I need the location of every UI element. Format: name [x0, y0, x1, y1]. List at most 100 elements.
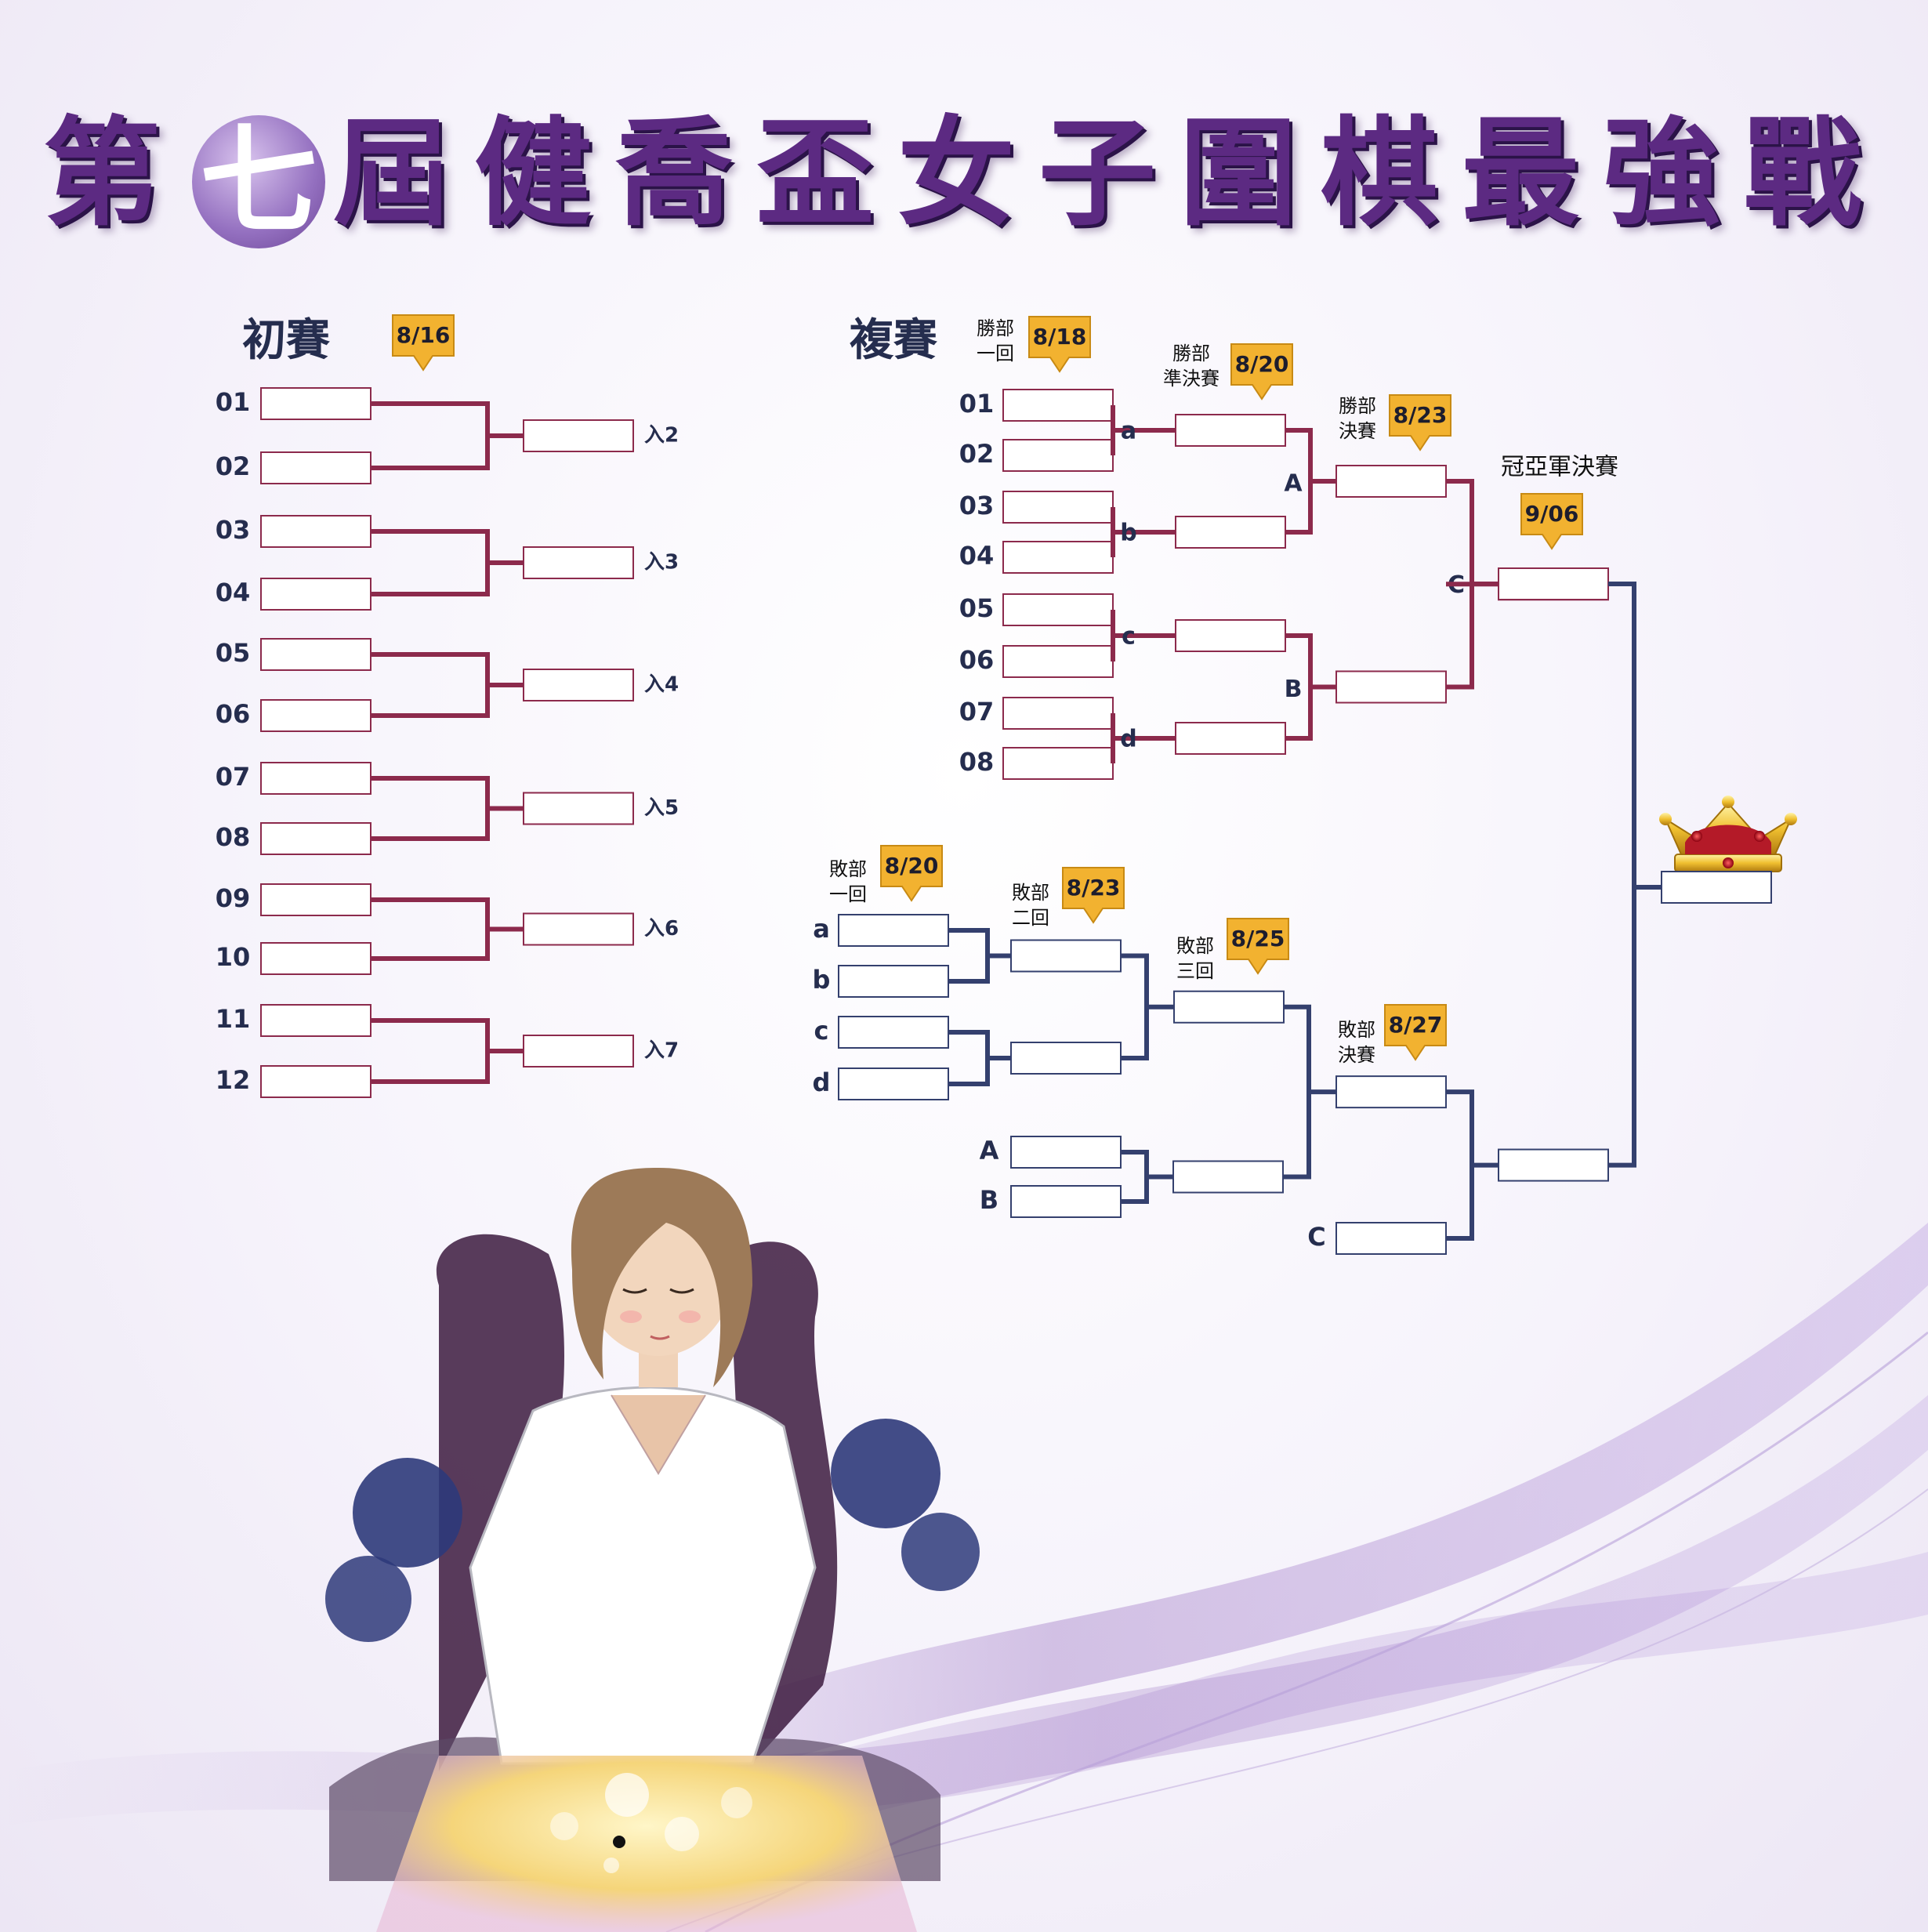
prelim-seed-02: 02: [216, 451, 251, 481]
losers-dropin-box: [1010, 1185, 1122, 1218]
winners-entry-box: [1002, 541, 1114, 574]
main-heading: 複賽: [850, 315, 937, 366]
prelim-advance-label: 入7: [644, 1039, 679, 1063]
prelim-match-4-fork: [371, 776, 490, 841]
winners-semi-box: [1335, 670, 1447, 704]
winners-final-caption-line2: 決賽: [1339, 420, 1376, 442]
prelim-entry-box: [260, 578, 371, 611]
grand-final-date: 9/06: [1525, 501, 1579, 527]
champion-box: [1661, 871, 1772, 904]
title-pre: 第: [42, 106, 184, 242]
winners-seed-06: 06: [959, 645, 995, 675]
title-circled-number: 七: [192, 114, 325, 248]
prelim-seed-12: 12: [216, 1065, 251, 1095]
title-post: 屆健喬盃女子圍棋最強戰: [333, 106, 1886, 242]
illustration-woman: [325, 1168, 980, 1932]
losers-final-caption-line2: 決賽: [1338, 1044, 1375, 1066]
prelim-match-3-fork: [371, 652, 490, 718]
prelim-match-2-fork: [371, 529, 490, 596]
winners-seed-08: 08: [959, 747, 995, 777]
prelim-entry-box: [260, 1004, 371, 1037]
prelim-seed-08: 08: [216, 822, 251, 852]
winners-round1-caption-line1: 勝部: [977, 317, 1014, 339]
winners-r1-box: [1175, 414, 1286, 447]
prelim-seed-05: 05: [216, 638, 251, 668]
winners-semi-label-A: A: [1284, 470, 1303, 498]
losers-round2-caption-line1: 敗部: [1012, 882, 1049, 904]
prelim-advance-label: 入4: [644, 673, 679, 697]
prelim-winner-box: [523, 912, 634, 946]
losers-seed-b: b: [813, 965, 831, 995]
losers-entry-box: [838, 1016, 949, 1049]
grand-final-box: [1498, 567, 1609, 600]
prelim-winner-box: [523, 1035, 634, 1067]
winners-r1-box: [1175, 722, 1286, 755]
losers-seed-d: d: [813, 1067, 831, 1097]
winners-seed-07: 07: [959, 697, 995, 727]
winners-entry-box: [1002, 389, 1114, 422]
prelim-advance-label: 入3: [644, 551, 679, 575]
winners-entry-box: [1002, 645, 1114, 678]
losers-round2-date: 8/23: [1067, 875, 1121, 901]
winners-r1-label-a: a: [1121, 418, 1136, 445]
prelim-date: 8/16: [397, 322, 451, 348]
prelim-advance-label: 入2: [644, 424, 679, 448]
losers-round1-tag: [880, 845, 943, 902]
prelim-winner-box: [523, 546, 634, 579]
winners-semi-date: 8/20: [1235, 351, 1289, 377]
prelim-winner-box: [523, 792, 634, 825]
losers-round2-tag: [1062, 867, 1125, 924]
losers-final-box: [1335, 1075, 1447, 1109]
winners-round1-tag: [1028, 316, 1091, 373]
prelim-seed-01: 01: [216, 387, 251, 417]
losers-semi-merge-fork: [1284, 1004, 1311, 1180]
prelim-entry-box: [260, 883, 371, 916]
winners-r1-label-b: b: [1120, 520, 1136, 547]
poster-title: 第七屆健喬盃女子圍棋最強戰: [0, 78, 1928, 248]
prelim-entry-box: [260, 762, 371, 795]
grand-final-fork: [1608, 582, 1636, 1168]
prelim-seed-06: 06: [216, 699, 251, 729]
losers-round3-tag: [1227, 918, 1289, 975]
losers-entry-box: [838, 914, 949, 947]
prelim-entry-box: [260, 638, 371, 671]
grand-final-tag: [1520, 493, 1583, 550]
winners-r1-label-d: d: [1120, 726, 1136, 753]
winners-entry-box: [1002, 439, 1114, 472]
winners-seed-05: 05: [959, 593, 995, 623]
prelim-match-1-fork: [371, 401, 490, 470]
losers-r3-box: [1173, 990, 1285, 1024]
losers-round3-date: 8/25: [1231, 926, 1285, 952]
losers-dropin-box: [1010, 1136, 1122, 1169]
prelim-tag: [392, 314, 455, 372]
winners-entry-box: [1002, 593, 1114, 626]
winners-semi-tag: [1230, 343, 1293, 401]
winners-final-caption-line1: 勝部: [1339, 395, 1376, 417]
losers-round3-caption-line1: 敗部: [1176, 935, 1214, 957]
losers-dropin-C: C: [1307, 1222, 1325, 1252]
losers-ab-merge-fork: [1121, 1150, 1149, 1204]
prelim-advance-label: 入6: [644, 917, 679, 941]
prelim-seed-11: 11: [216, 1004, 251, 1034]
prelim-entry-box: [260, 387, 371, 420]
prelim-seed-04: 04: [216, 578, 251, 607]
winners-seed-01: 01: [959, 389, 995, 419]
crown-icon: [1659, 796, 1797, 872]
prelim-match-5-fork: [371, 897, 490, 961]
prelim-heading: 初賽: [242, 315, 330, 366]
winners-semi-label-B: B: [1285, 676, 1303, 703]
winners-round1-date: 8/18: [1033, 324, 1087, 350]
prelim-match-6-fork: [371, 1018, 490, 1084]
prelim-seed-07: 07: [216, 762, 251, 792]
winners-entry-box: [1002, 491, 1114, 524]
losers-r2-box: [1010, 1042, 1122, 1075]
winners-r1-label-c: c: [1122, 623, 1136, 651]
winners-semi-caption-line1: 勝部: [1172, 343, 1210, 364]
losers-final-date: 8/27: [1389, 1012, 1443, 1038]
losers-round2-caption-line2: 二回: [1012, 907, 1049, 929]
losers-entry-box: [838, 965, 949, 998]
losers-round1-date: 8/20: [885, 853, 939, 879]
losers-dropin-B: B: [980, 1185, 998, 1215]
